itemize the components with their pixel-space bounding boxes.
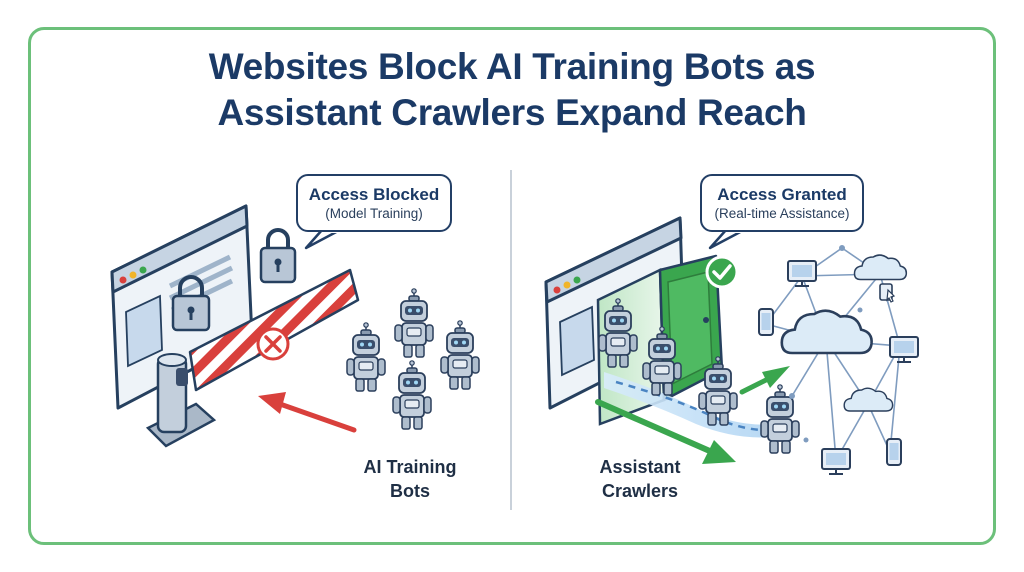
- granted-arrow-icon: [595, 399, 736, 464]
- access-granted-label: Access Granted: [717, 185, 847, 204]
- access-granted-bubble: Access Granted (Real-time Assistance): [700, 174, 864, 232]
- title-line-2: Assistant Crawlers Expand Reach: [217, 92, 807, 133]
- caption-left-line-2: Bots: [390, 481, 430, 501]
- bubble-right-tail: [708, 228, 746, 250]
- center-divider: [510, 170, 512, 510]
- upward-arrow-icon: [739, 366, 790, 395]
- ai-training-bots-caption: AI Training Bots: [350, 455, 470, 503]
- barrier-gate: [145, 268, 360, 448]
- ai-training-bots-group: [346, 287, 480, 430]
- caption-left-line-1: AI Training: [363, 457, 457, 477]
- caption-right-line-1: Assistant: [599, 457, 681, 477]
- page-title: Websites Block AI Training Bots as Assis…: [0, 44, 1024, 136]
- access-blocked-label: Access Blocked: [308, 185, 440, 204]
- cloud-network: [758, 245, 919, 475]
- floating-padlock-icon: [259, 228, 297, 284]
- title-line-1: Websites Block AI Training Bots as: [208, 46, 816, 87]
- real-time-assistance-label: (Real-time Assistance): [714, 206, 850, 221]
- access-check-icon: [705, 255, 739, 289]
- model-training-label: (Model Training): [325, 206, 423, 221]
- assistant-crawlers-caption: Assistant Crawlers: [580, 455, 700, 503]
- caption-right-line-2: Crawlers: [601, 481, 679, 501]
- bubble-left-tail: [304, 228, 342, 250]
- blocked-arrow-icon: [258, 392, 357, 433]
- padlock-icon: [171, 275, 211, 332]
- access-blocked-bubble: Access Blocked (Model Training): [296, 174, 452, 232]
